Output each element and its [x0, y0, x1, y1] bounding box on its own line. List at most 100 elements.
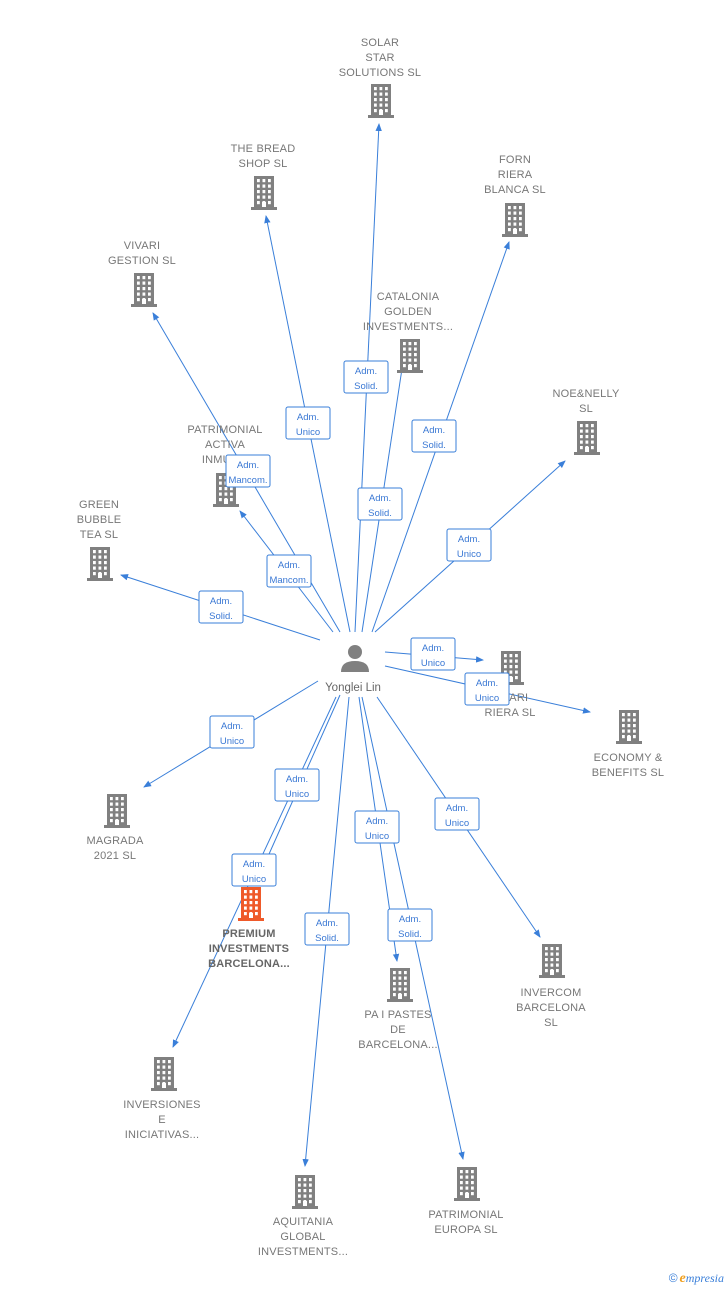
node-label-line: INVESTMENTS... [363, 321, 453, 333]
node-label-line: TEA SL [80, 529, 119, 541]
node-aquitania[interactable]: AQUITANIAGLOBALINVESTMENTS... [258, 1175, 348, 1258]
edge-label-noe[interactable]: Adm.Unico [446, 528, 492, 562]
brand-footer: ©empresia [669, 1271, 724, 1287]
edge-label-box [387, 908, 433, 942]
edge-label-economy[interactable]: Adm.Unico [464, 672, 510, 706]
node-label-line: CATALONIA [377, 291, 440, 303]
node-premium[interactable]: PREMIUMINVESTMENTSBARCELONA... [208, 887, 290, 970]
building-icon [131, 273, 157, 307]
edge-label-vivarir[interactable]: Adm.Unico [410, 637, 456, 671]
copyright-symbol: © [668, 1271, 678, 1285]
building-icon [292, 1175, 318, 1209]
node-label-line: DE [390, 1024, 406, 1036]
center-person-name: Yonglei Lin [325, 682, 381, 694]
node-patrimonial[interactable]: PATRIMONIALACTIVAINMUE... [187, 424, 262, 507]
node-label-line: AQUITANIA [273, 1216, 334, 1228]
edge-label-premium[interactable]: Adm.Unico [274, 768, 320, 802]
edge-label-text: Unico [445, 818, 469, 829]
edge-label-bread[interactable]: Adm.Unico [285, 406, 331, 440]
node-label-line: PATRIMONIAL [187, 424, 262, 436]
edge-label-text: Unico [365, 831, 389, 842]
edge-label-box [357, 487, 403, 521]
edge-label-text: Adm. [355, 366, 377, 377]
edge-label-vivarig[interactable]: Adm. Mancom. [225, 454, 271, 488]
building-icon [151, 1057, 177, 1091]
edge-label-box [285, 406, 331, 440]
node-label-line: E [158, 1114, 166, 1126]
brand-logo-text: mpresia [685, 1271, 724, 1285]
node-label-line: EUROPA SL [434, 1224, 497, 1236]
node-label-line: GOLDEN [384, 306, 432, 318]
edge-label-patrimonial[interactable]: Adm. Mancom. [266, 554, 312, 588]
edge-label-text: Unico [242, 874, 266, 885]
edge-label-text: Unico [220, 736, 244, 747]
edge-label-text: Adm. [366, 816, 388, 827]
edge-label-invercom[interactable]: Adm.Unico [434, 797, 480, 831]
node-label-line: RIERA [498, 169, 533, 181]
node-papastes[interactable]: PA I PASTESDEBARCELONA... [358, 968, 438, 1051]
edge-label-box [434, 797, 480, 831]
edge-label-text: Adm. [458, 534, 480, 545]
edge-label-catalonia[interactable]: Adm.Solid. [357, 487, 403, 521]
edge-label-box [225, 454, 271, 488]
edge-label-text: Adm. [243, 859, 265, 870]
node-label-line: SOLAR [361, 37, 399, 49]
edge-label-text: Adm. [237, 460, 259, 471]
building-icon [616, 710, 642, 744]
edge-label-text: Adm. [210, 596, 232, 607]
building-icon [104, 794, 130, 828]
edge-label-text: Unico [285, 789, 309, 800]
node-label-line: BARCELONA... [208, 958, 290, 970]
node-catalonia[interactable]: CATALONIA GOLDEN INVESTMENTS... [363, 291, 453, 373]
edge-label-text: Unico [475, 693, 499, 704]
edge-label-text: Mancom. [228, 475, 267, 486]
edge-label-magrada[interactable]: Adm.Unico [209, 715, 255, 749]
edge-label-aquitania[interactable]: Adm.Solid. [304, 912, 350, 946]
edge-label-patreuropa[interactable]: Adm. Solid. [387, 908, 433, 942]
building-icon [368, 84, 394, 118]
edge-label-box [266, 554, 312, 588]
node-label-line: ECONOMY & [594, 752, 663, 764]
node-label-line: INICIATIVAS... [125, 1129, 200, 1141]
edge-label-inversiones[interactable]: Adm. Unico [231, 853, 277, 887]
edge-label-forn[interactable]: Adm.Solid. [411, 419, 457, 453]
node-label-line: BUBBLE [77, 514, 122, 526]
edge-label-green[interactable]: Adm. Solid. [198, 590, 244, 624]
edge-label-papastes[interactable]: Adm. Unico [354, 810, 400, 844]
edge-label-solar[interactable]: Adm. Solid. [343, 360, 389, 394]
node-label-line: INVESTMENTS... [258, 1246, 348, 1258]
node-label-line: RIERA SL [484, 707, 535, 719]
node-label-line: FORN [499, 154, 531, 166]
edge-label-text: Mancom. [269, 575, 308, 586]
node-inversiones[interactable]: INVERSIONESEINICIATIVAS... [123, 1057, 200, 1141]
edge-label-text: Adm. [278, 560, 300, 571]
node-economy[interactable]: ECONOMY &BENEFITS SL [592, 710, 665, 779]
edge-label-text: Solid. [209, 611, 233, 622]
edge-label-text: Unico [296, 427, 320, 438]
edge-label-text: Solid. [354, 381, 378, 392]
building-icon [454, 1167, 480, 1201]
edge-label-box [411, 419, 457, 453]
center-person[interactable]: Yonglei Lin [325, 645, 381, 694]
node-label-line: INVERCOM [521, 987, 582, 999]
node-label-line: ACTIVA [205, 439, 246, 451]
edge-label-text: Solid. [398, 929, 422, 940]
edge-label-text: Adm. [399, 914, 421, 925]
edge-label-box [209, 715, 255, 749]
edge-label-box [354, 810, 400, 844]
node-label-line: PREMIUM [222, 928, 275, 940]
node-label-line: SOLUTIONS SL [339, 67, 421, 79]
node-label-line: SL [579, 403, 593, 415]
edge-label-text: Solid. [368, 508, 392, 519]
